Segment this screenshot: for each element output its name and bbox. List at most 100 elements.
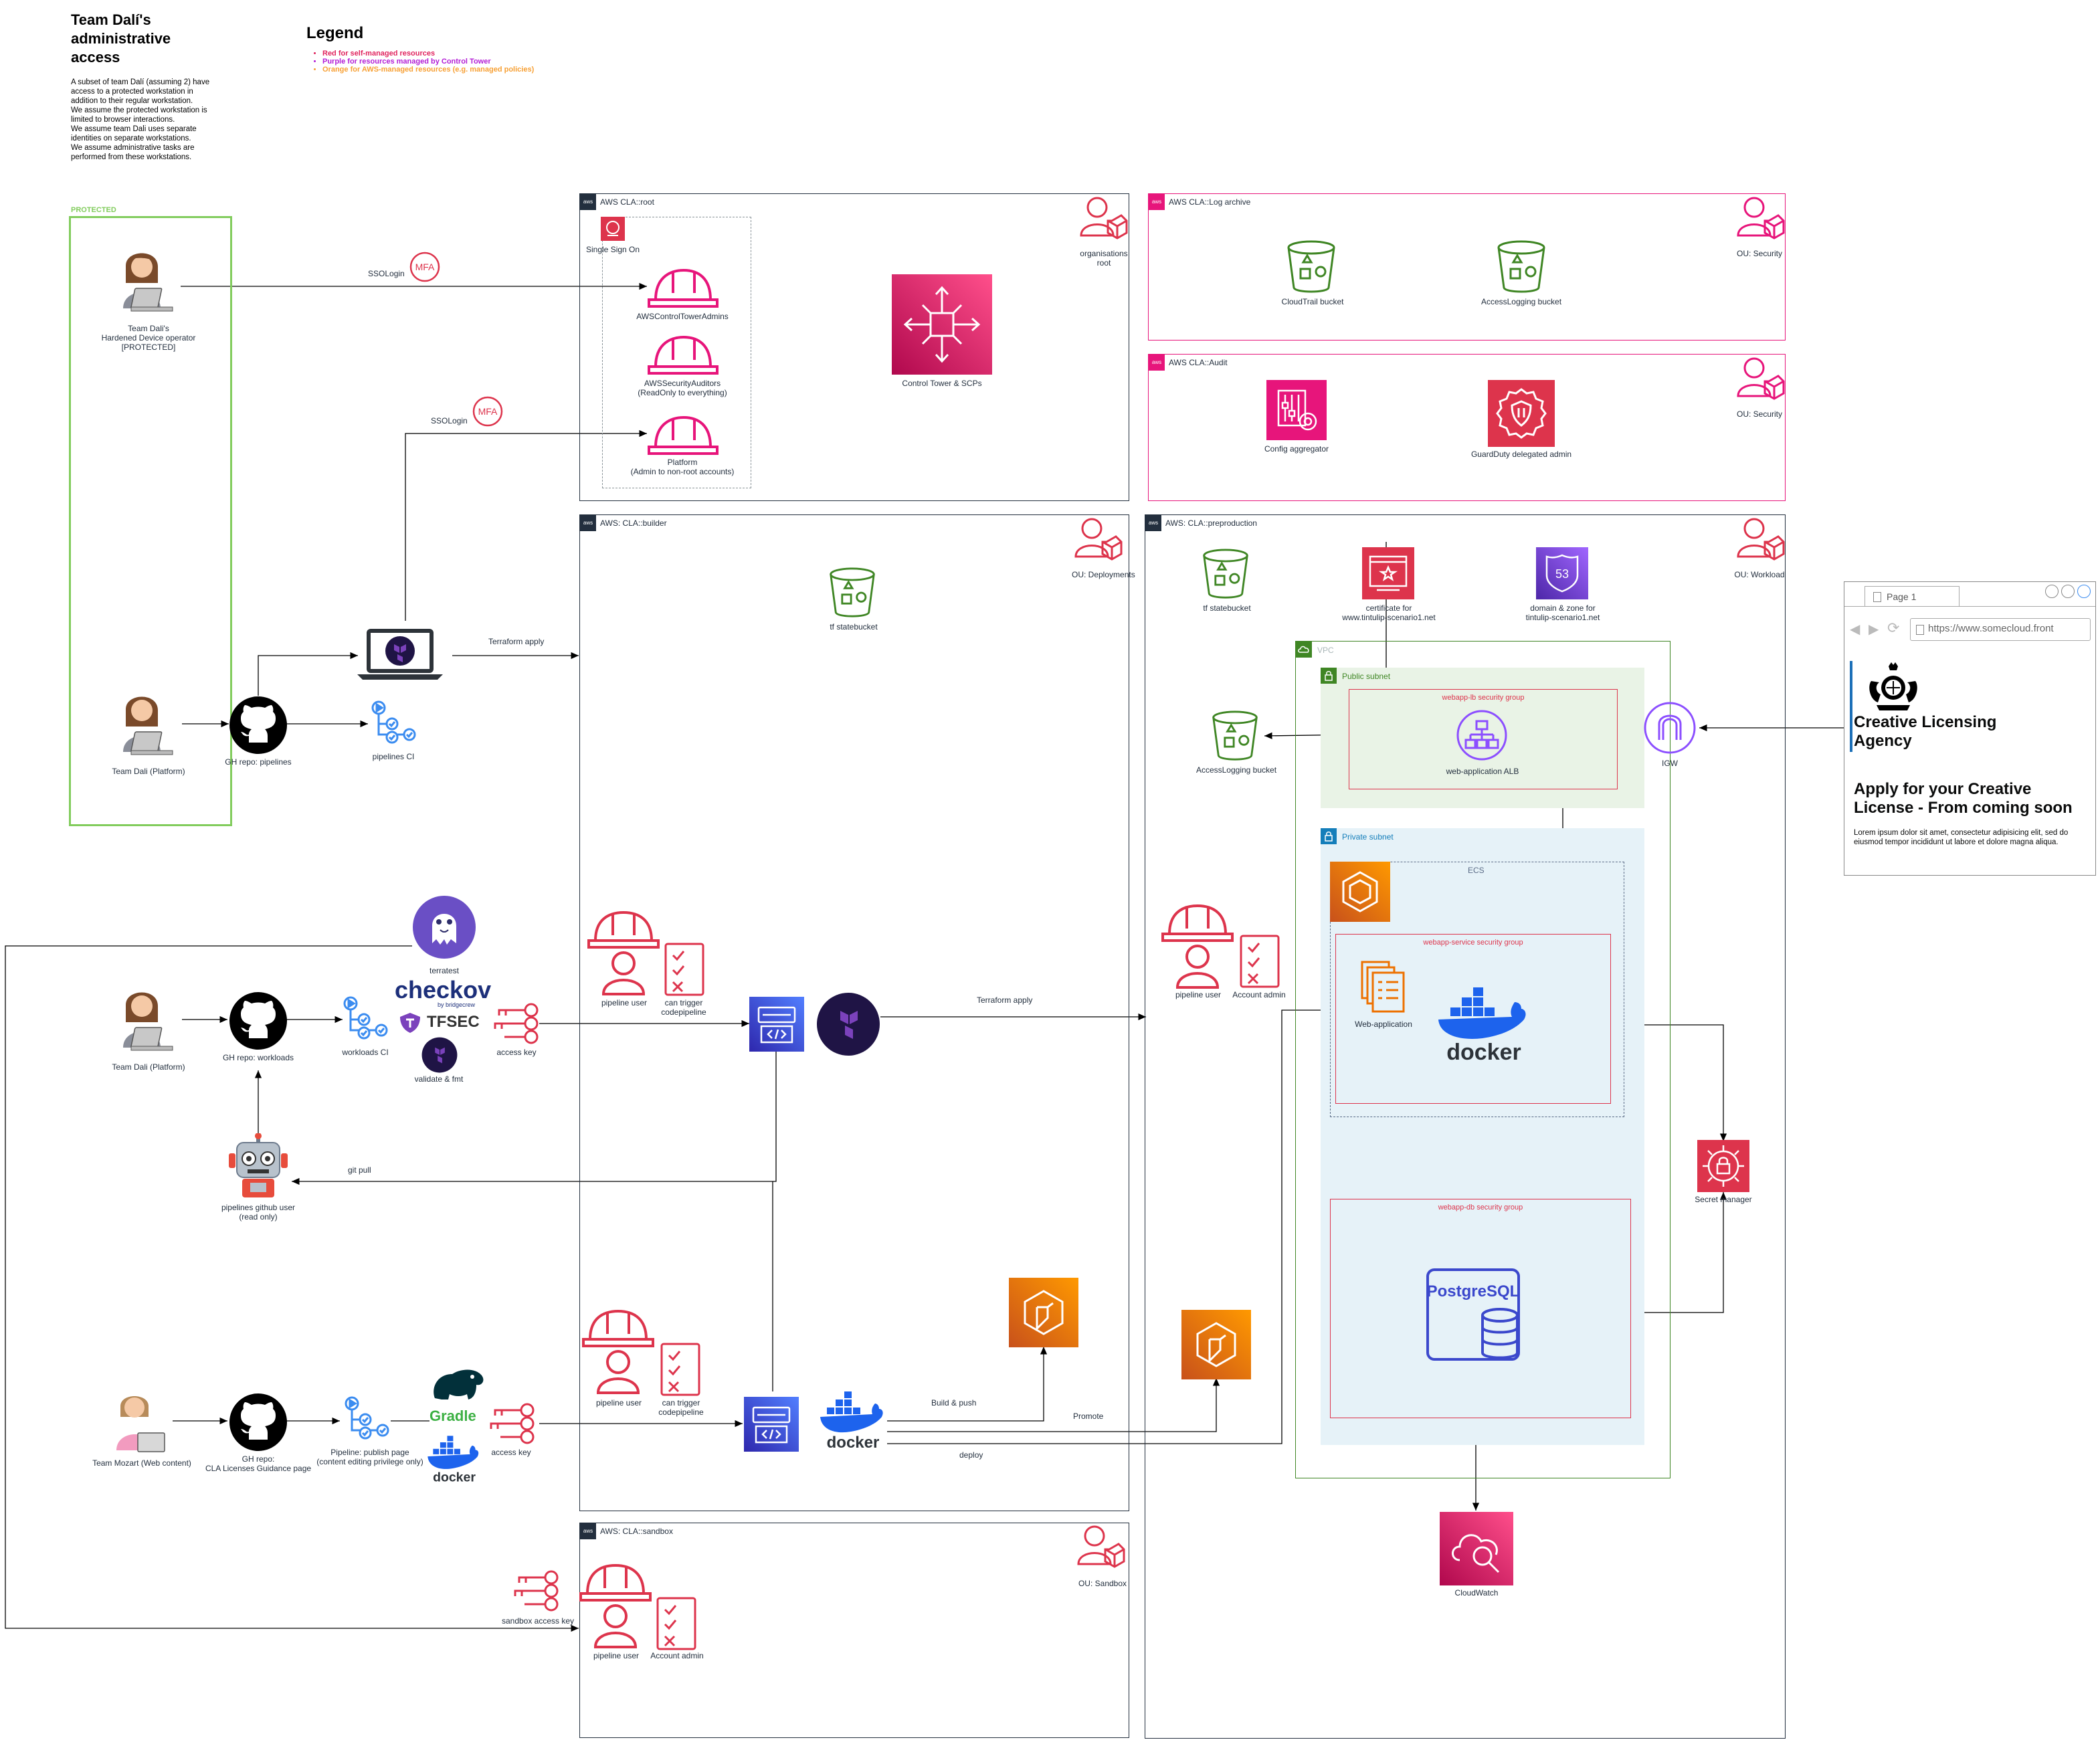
browser-window: Page 1 ◀ ▶ ⟳ https://www.somecloud.front… bbox=[1844, 581, 2096, 876]
page-headline: Apply for your Creative License - From c… bbox=[1854, 780, 2073, 817]
s3-bucket-icon bbox=[1284, 239, 1338, 294]
aws-logo-icon: aws bbox=[1149, 355, 1165, 371]
mfa-icon: MFA bbox=[409, 252, 440, 282]
terratest-icon bbox=[412, 895, 476, 959]
alb-icon bbox=[1456, 709, 1508, 761]
forward-arrow-icon[interactable]: ▶ bbox=[1869, 622, 1879, 637]
minimize-icon[interactable] bbox=[2045, 585, 2059, 598]
domain-label: domain & zone for tintulip-scenario1.net bbox=[1525, 603, 1600, 622]
sso-group bbox=[602, 217, 751, 488]
maximize-icon[interactable] bbox=[2061, 585, 2075, 598]
legend-list: Red for self-managed resources Purple fo… bbox=[309, 50, 534, 74]
gradle-elephant-icon bbox=[428, 1367, 486, 1408]
git-pull-label: git pull bbox=[348, 1165, 371, 1175]
page-body: Lorem ipsum dolor sit amet, consectetur … bbox=[1854, 829, 2069, 846]
access-key-icon bbox=[512, 1569, 562, 1612]
secrets-manager-icon bbox=[1697, 1140, 1749, 1192]
builder-statebucket-label: tf statebucket bbox=[830, 622, 878, 632]
web-application-icon bbox=[1361, 961, 1406, 1013]
vpc-label: VPC bbox=[1317, 646, 1334, 655]
ou-workload-icon bbox=[1735, 515, 1785, 565]
preprod-account-admin-label: Account admin bbox=[1232, 990, 1286, 999]
laptop-terraform-icon bbox=[357, 627, 443, 681]
preprod-statebucket-label: tf statebucket bbox=[1203, 603, 1251, 613]
role-security-auditors: AWSSecurityAuditors (ReadOnly to everyth… bbox=[638, 379, 727, 397]
pipeline-user-icon bbox=[579, 1563, 653, 1650]
ecr-repository-icon bbox=[1009, 1278, 1078, 1347]
vpc: VPC bbox=[1295, 641, 1671, 1478]
config-icon bbox=[1266, 380, 1327, 440]
operator-label: Team Dali's Hardened Device operator [PR… bbox=[101, 324, 196, 352]
lb-security-group: webapp-lb security group bbox=[1349, 689, 1618, 789]
pipeline-user-label-2: pipeline user bbox=[595, 1398, 642, 1408]
legend-item-purple: Purple for resources managed by Control … bbox=[322, 58, 534, 66]
validate-label: validate & fmt bbox=[414, 1074, 464, 1084]
docker-icon: docker bbox=[818, 1391, 888, 1452]
legend-item-red: Red for self-managed resources bbox=[322, 50, 534, 58]
github-icon bbox=[229, 696, 288, 755]
control-tower-label: Control Tower & SCPs bbox=[902, 379, 982, 388]
url-bar[interactable]: https://www.somecloud.front bbox=[1910, 618, 2091, 641]
operator-person-icon bbox=[111, 244, 185, 318]
ssologin-label-1: SSOLogin bbox=[368, 269, 405, 278]
igw-label: IGW bbox=[1662, 759, 1678, 768]
docker-icon: docker bbox=[1434, 987, 1533, 1065]
sso-label: Single Sign On bbox=[586, 245, 640, 254]
reload-icon[interactable]: ⟳ bbox=[1887, 619, 1900, 636]
workloads-ci-icon bbox=[341, 995, 389, 1044]
private-subnet-label: Private subnet bbox=[1342, 832, 1394, 842]
ou-security-label-2: OU: Security bbox=[1736, 409, 1782, 419]
svg-text:53: 53 bbox=[1555, 567, 1569, 581]
browser-tab[interactable]: Page 1 bbox=[1865, 586, 1960, 607]
ecr-repository-icon bbox=[1181, 1310, 1251, 1379]
ou-security-label: OU: Security bbox=[1736, 249, 1782, 258]
build-push-label: Build & push bbox=[931, 1398, 977, 1408]
robot-icon bbox=[225, 1133, 292, 1200]
mfa-icon-2: MFA bbox=[472, 396, 503, 427]
cloudwatch-label: CloudWatch bbox=[1454, 1588, 1499, 1598]
ou-deployments-icon bbox=[1073, 515, 1123, 565]
control-tower-icon bbox=[892, 274, 992, 375]
config-aggregator-label: Config aggregator bbox=[1264, 444, 1329, 454]
db-security-group: webapp-db security group bbox=[1330, 1199, 1631, 1418]
workloads-ci-label: workloads CI bbox=[342, 1048, 389, 1057]
tfsec-label: TFSEC bbox=[427, 1013, 480, 1031]
s3-bucket-icon bbox=[1200, 547, 1251, 601]
checklist-icon bbox=[1239, 934, 1280, 989]
back-arrow-icon[interactable]: ◀ bbox=[1850, 622, 1860, 637]
svg-text:PostgreSQL: PostgreSQL bbox=[1427, 1282, 1520, 1300]
checkov-logo: checkov bbox=[395, 976, 492, 1003]
svg-text:docker: docker bbox=[1446, 1040, 1521, 1062]
pipeline-user-icon bbox=[582, 1309, 656, 1395]
checklist-icon bbox=[660, 1342, 701, 1397]
ou-sandbox-label: OU: Sandbox bbox=[1078, 1579, 1127, 1588]
ou-sandbox-icon bbox=[1076, 1523, 1125, 1572]
royal-crest-icon bbox=[1865, 661, 1922, 714]
ecs-label: ECS bbox=[1468, 866, 1485, 875]
secret-manager-label: Secret manager bbox=[1695, 1195, 1752, 1204]
can-trigger-label-2: can trigger codepipeline bbox=[658, 1398, 704, 1417]
publish-pipeline-icon bbox=[343, 1395, 391, 1444]
vpc-icon bbox=[1296, 642, 1312, 658]
workloads-platform-user-label: Team Dali (Platform) bbox=[112, 1062, 185, 1072]
terraform-icon bbox=[816, 992, 880, 1056]
ou-deployments-label: OU: Deployments bbox=[1072, 570, 1135, 579]
preprod-accesslogging-label: AccessLogging bucket bbox=[1196, 765, 1277, 775]
account-sandbox-title: AWS: CLA::sandbox bbox=[600, 1527, 673, 1536]
tf-apply-preprod-label: Terraform apply bbox=[977, 995, 1033, 1005]
codepipeline-icon bbox=[744, 1397, 799, 1452]
checklist-icon bbox=[656, 1596, 697, 1651]
ou-root-label: organisations root bbox=[1080, 249, 1128, 268]
terraform-validate-icon bbox=[421, 1037, 458, 1073]
agency-name: Creative Licensing Agency bbox=[1854, 713, 1997, 750]
pipeline-user-label-1: pipeline user bbox=[601, 998, 648, 1007]
alb-label: web-application ALB bbox=[1446, 767, 1519, 776]
guardduty-icon bbox=[1488, 380, 1555, 447]
close-icon[interactable] bbox=[2077, 585, 2091, 598]
platform-person-icon bbox=[111, 688, 185, 761]
checkov-by-label: by bridgecrew bbox=[438, 1001, 476, 1008]
access-key-icon bbox=[492, 1002, 542, 1045]
protected-zone bbox=[69, 216, 232, 826]
